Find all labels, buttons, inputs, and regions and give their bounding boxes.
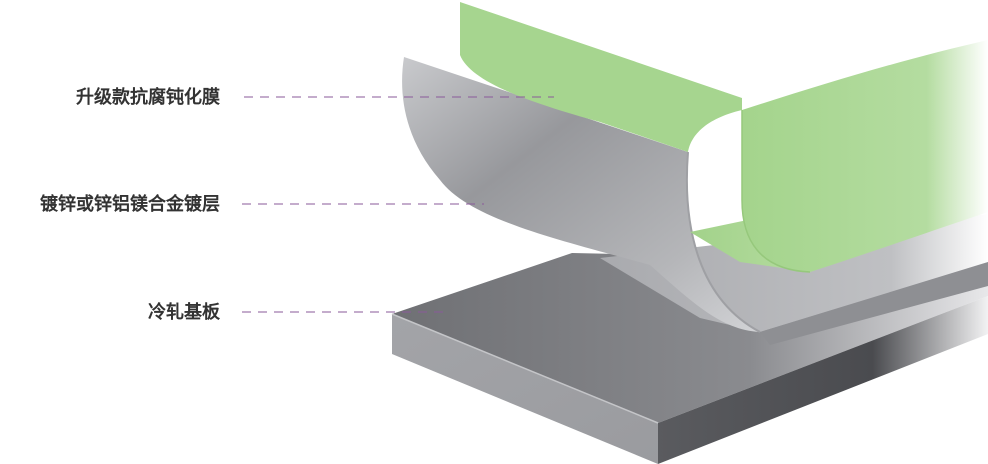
label-passivation-film: 升级款抗腐钝化膜 (76, 87, 220, 108)
label-zinc-coating: 镀锌或锌铝镁合金镀层 (40, 194, 220, 215)
coating-curl-inner-edge (685, 151, 761, 333)
substrate-edge-highlight (391, 313, 659, 424)
passivation-curl-front (742, 40, 988, 272)
substrate-front-face (392, 314, 658, 464)
passivation-curl-edge (741, 110, 811, 273)
coating-curl (402, 57, 760, 332)
passivation-curl-back (460, 2, 742, 152)
coating-flat-side (760, 262, 988, 345)
label-cold-rolled-substrate: 冷轧基板 (148, 302, 220, 323)
substrate-side-face (658, 296, 988, 464)
